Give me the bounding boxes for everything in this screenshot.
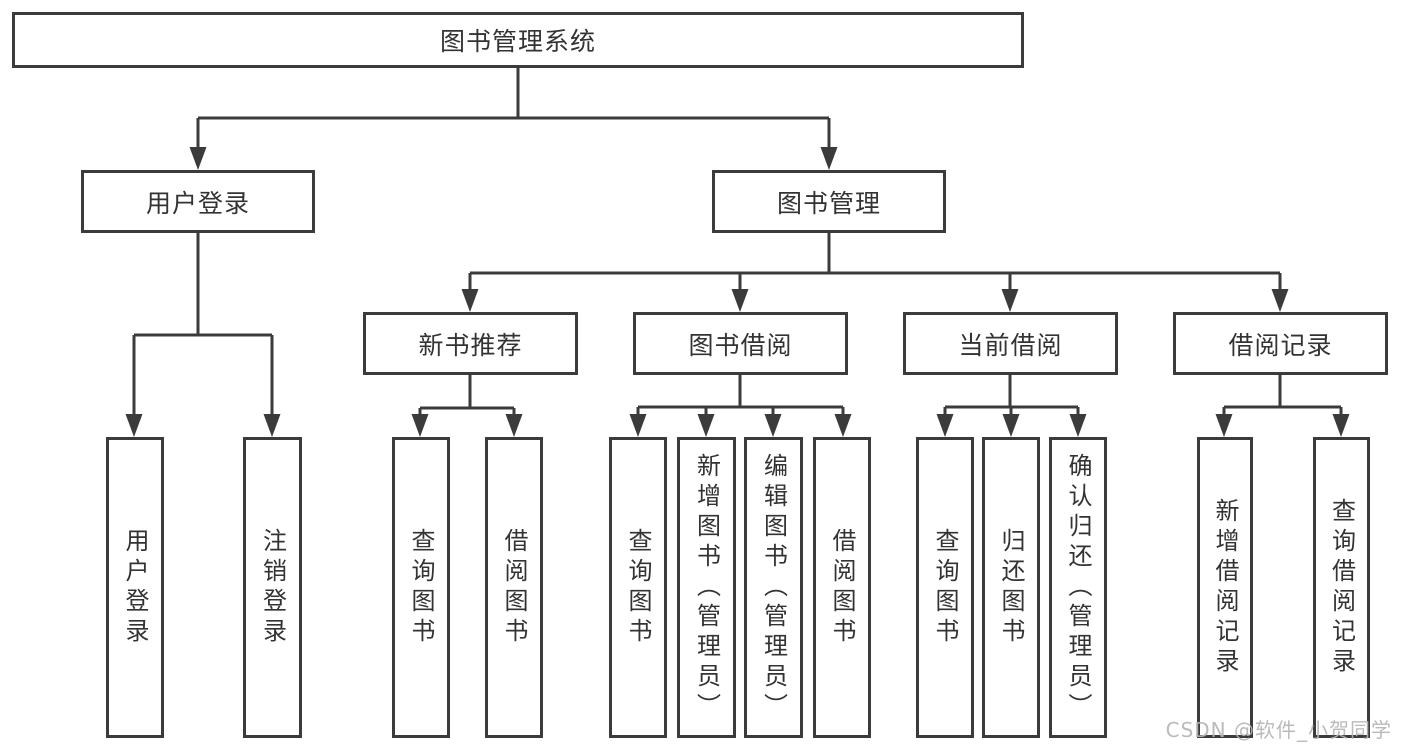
leaf-edit-books-admin: 编辑图书（管理员） bbox=[744, 437, 803, 738]
leaf-logout-login: 注销登录 bbox=[243, 437, 302, 738]
node-label: 注销登录 bbox=[258, 527, 287, 648]
node-new-book-recommendation: 新书推荐 bbox=[363, 312, 578, 375]
node-label: 图书借阅 bbox=[688, 330, 793, 360]
leaf-add-books-admin: 新增图书（管理员） bbox=[677, 437, 736, 738]
leaf-rec-query-books: 查询图书 bbox=[392, 437, 450, 738]
node-library-management-system: 图书管理系统 bbox=[12, 12, 1024, 68]
leaf-current-query-books: 查询图书 bbox=[916, 437, 974, 738]
node-label: 编辑图书（管理员） bbox=[759, 452, 788, 723]
node-user-login: 用户登录 bbox=[81, 170, 315, 233]
node-label: 当前借阅 bbox=[958, 330, 1063, 360]
leaf-user-login: 用户登录 bbox=[106, 437, 164, 738]
node-borrowing-records: 借阅记录 bbox=[1173, 312, 1388, 375]
node-label: 查询借阅记录 bbox=[1327, 497, 1356, 678]
node-label: 查询图书 bbox=[407, 527, 435, 648]
leaf-borrow-query-books: 查询图书 bbox=[609, 437, 667, 738]
node-label: 新书推荐 bbox=[418, 330, 523, 360]
node-label: 图书管理系统 bbox=[439, 27, 596, 56]
node-label: 借阅记录 bbox=[1228, 330, 1333, 360]
node-label: 借阅图书 bbox=[828, 527, 856, 648]
node-label: 新增图书（管理员） bbox=[692, 452, 721, 723]
node-book-borrowing: 图书借阅 bbox=[633, 312, 848, 375]
leaf-rec-borrow-books: 借阅图书 bbox=[485, 437, 543, 738]
leaf-return-books: 归还图书 bbox=[982, 437, 1040, 738]
node-label: 查询图书 bbox=[624, 527, 652, 648]
leaf-add-borrow-record: 新增借阅记录 bbox=[1197, 437, 1253, 738]
leaf-confirm-return-admin: 确认归还（管理员） bbox=[1049, 437, 1107, 738]
node-label: 新增借阅记录 bbox=[1211, 497, 1239, 678]
leaf-borrow-books: 借阅图书 bbox=[813, 437, 871, 738]
node-label: 查询图书 bbox=[931, 527, 959, 648]
node-label: 用户登录 bbox=[145, 188, 250, 218]
node-current-borrowing: 当前借阅 bbox=[903, 312, 1118, 375]
node-label: 图书管理 bbox=[776, 188, 881, 218]
node-label: 用户登录 bbox=[121, 527, 149, 648]
node-label: 借阅图书 bbox=[500, 527, 528, 648]
node-label: 确认归还（管理员） bbox=[1064, 452, 1092, 723]
watermark: CSDN @软件_小贺同学 bbox=[1165, 718, 1392, 742]
node-label: 归还图书 bbox=[997, 527, 1025, 648]
connector-arrowheads bbox=[125, 118, 1350, 437]
leaf-query-borrow-record: 查询借阅记录 bbox=[1313, 437, 1370, 738]
node-book-management: 图书管理 bbox=[712, 170, 946, 233]
